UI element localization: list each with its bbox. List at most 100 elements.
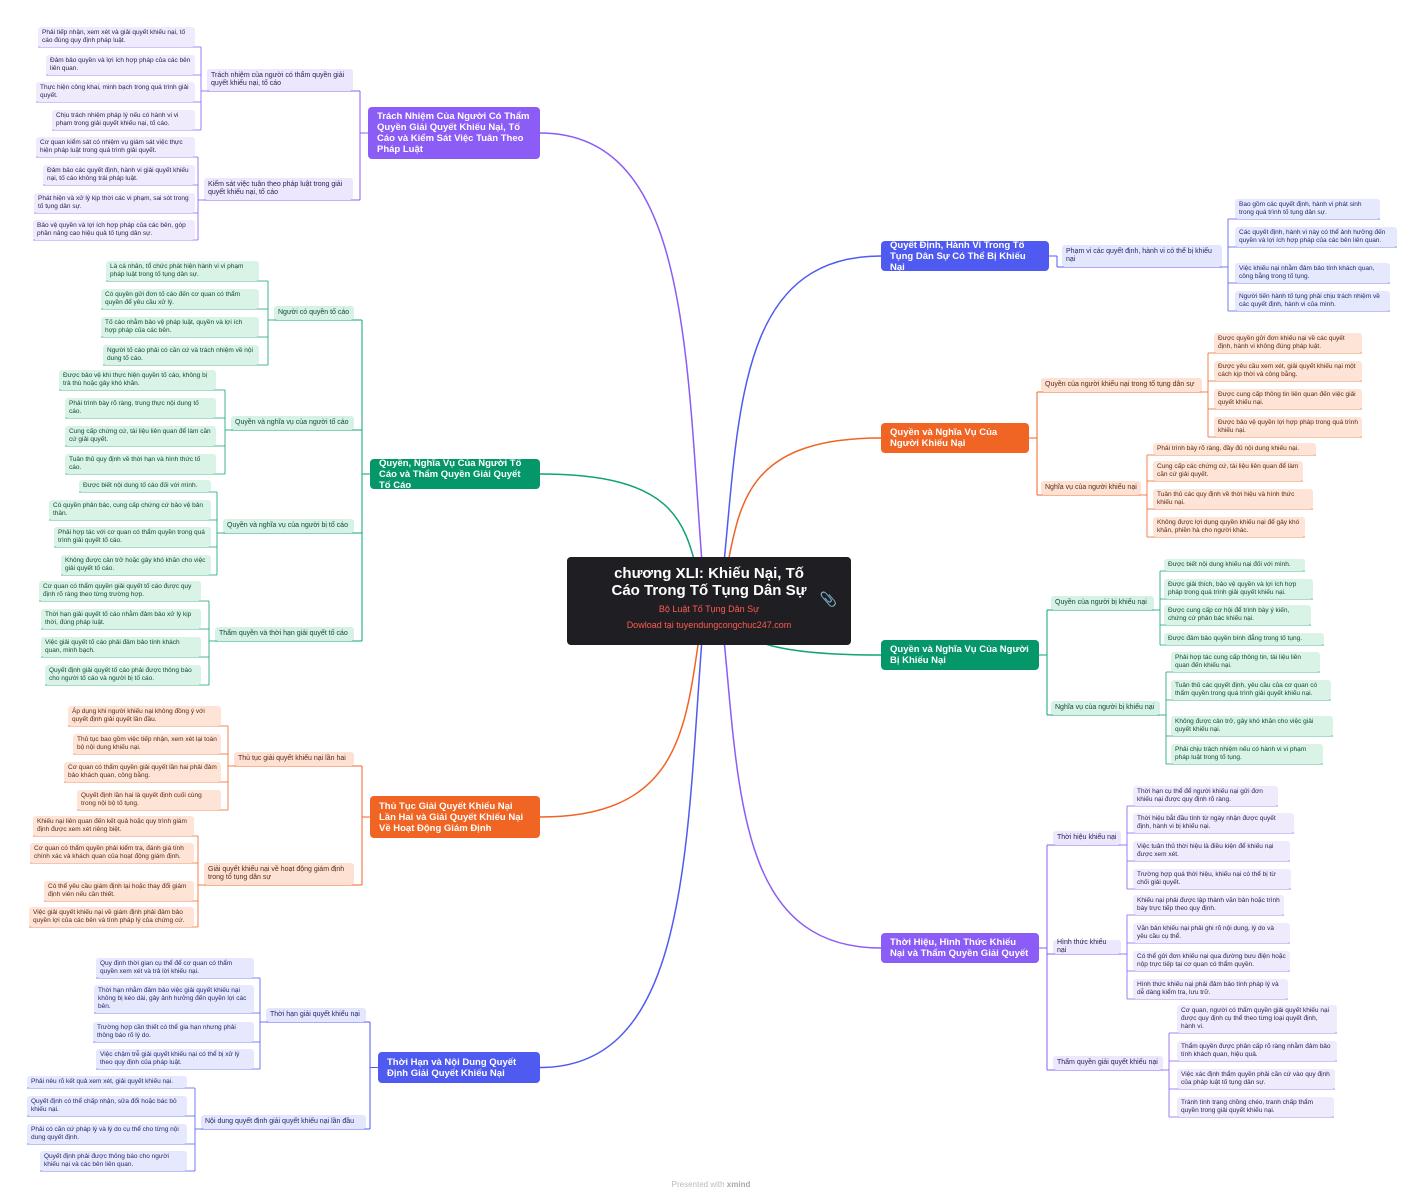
leaf-topic[interactable]: Việc chậm trễ giải quyết khiếu nại có th…	[96, 1049, 254, 1069]
leaf-topic[interactable]: Trường hợp quá thời hiệu, khiếu nại có t…	[1133, 869, 1291, 889]
sub-topic[interactable]: Hình thức khiếu nại	[1053, 939, 1121, 954]
leaf-topic[interactable]: Thời hạn nhằm đảm bảo việc giải quyết kh…	[94, 985, 254, 1013]
leaf-topic[interactable]: Không được cản trở, gây khó khăn cho việ…	[1171, 716, 1333, 736]
leaf-topic[interactable]: Quy định thời gian cụ thể để cơ quan có …	[96, 958, 254, 978]
leaf-topic[interactable]: Việc khiếu nại nhằm đảm bảo tính khách q…	[1235, 263, 1390, 283]
leaf-topic[interactable]: Phải trình bày rõ ràng, đầy đủ nội dung …	[1153, 443, 1316, 455]
leaf-topic[interactable]: Phải tiếp nhận, xem xét và giải quyết kh…	[38, 27, 195, 47]
sub-topic[interactable]: Nội dung quyết định giải quyết khiếu nại…	[201, 1115, 366, 1129]
leaf-topic[interactable]: Việc giải quyết khiếu nại về giám định p…	[29, 907, 194, 927]
leaf-topic[interactable]: Được bảo vệ khi thực hiện quyền tố cáo, …	[59, 370, 216, 390]
central-topic[interactable]: chương XLI: Khiếu Nại, Tố Cáo Trong Tố T…	[567, 557, 851, 645]
leaf-topic[interactable]: Thời hiệu bắt đầu tính từ ngày nhận được…	[1133, 813, 1294, 833]
main-topic-b3[interactable]: Thủ Tục Giải Quyết Khiếu Nại Lần Hai và …	[370, 796, 540, 838]
leaf-topic[interactable]: Cơ quan có thẩm quyền giải quyết tố cáo …	[39, 581, 201, 601]
leaf-topic[interactable]: Phải trình bày rõ ràng, trung thực nội d…	[65, 398, 216, 418]
leaf-topic[interactable]: Bảo vệ quyền và lợi ích hợp pháp của các…	[33, 220, 195, 240]
leaf-topic[interactable]: Phải có căn cứ pháp lý và lý do cụ thể c…	[27, 1124, 187, 1144]
leaf-topic[interactable]: Có thể gửi đơn khiếu nại qua đường bưu đ…	[1133, 951, 1290, 971]
leaf-topic[interactable]: Có thể yêu cầu giám định lại hoặc thay đ…	[44, 881, 194, 901]
leaf-topic[interactable]: Cung cấp các chứng cứ, tài liệu liên qua…	[1153, 461, 1303, 481]
sub-topic[interactable]: Trách nhiệm của người có thẩm quyền giải…	[207, 69, 353, 91]
leaf-topic[interactable]: Tránh tình trạng chồng chéo, tranh chấp …	[1177, 1097, 1334, 1117]
leaf-topic[interactable]: Cơ quan kiểm sát có nhiệm vụ giám sát vi…	[36, 137, 195, 157]
sub-topic[interactable]: Thẩm quyền và thời hạn giải quyết tố cáo	[215, 627, 354, 641]
leaf-topic[interactable]: Quyết định lần hai là quyết định cuối cù…	[77, 790, 221, 810]
leaf-topic[interactable]: Văn bản khiếu nại phải ghi rõ nội dung, …	[1133, 923, 1290, 943]
leaf-topic[interactable]: Quyết định có thể chấp nhận, sửa đổi hoặ…	[27, 1096, 187, 1116]
leaf-topic[interactable]: Được yêu cầu xem xét, giải quyết khiếu n…	[1214, 361, 1362, 381]
leaf-topic[interactable]: Được bảo vệ quyền lợi hợp pháp trong quá…	[1214, 417, 1362, 437]
main-topic-b4[interactable]: Thời Hạn và Nội Dung Quyết Định Giải Quy…	[378, 1052, 540, 1083]
leaf-topic[interactable]: Có quyền gửi đơn tố cáo đến cơ quan có t…	[101, 289, 259, 309]
leaf-topic[interactable]: Việc tuân thủ thời hiệu là điều kiện để …	[1133, 841, 1290, 861]
leaf-topic[interactable]: Không được lợi dụng quyền khiếu nại để g…	[1153, 517, 1305, 537]
sub-topic[interactable]: Người có quyền tố cáo	[274, 306, 354, 320]
main-topic-b5[interactable]: Quyết Định, Hành Vi Trong Tố Tụng Dân Sự…	[881, 240, 1049, 273]
leaf-topic[interactable]: Trường hợp cần thiết có thể gia hạn nhưn…	[93, 1022, 254, 1042]
sub-topic[interactable]: Quyền của người bị khiếu nại	[1051, 596, 1154, 610]
sub-topic[interactable]: Quyền và nghĩa vụ của người bị tố cáo	[223, 519, 354, 533]
sub-topic[interactable]: Nghĩa vụ của người bị khiếu nại	[1051, 701, 1160, 715]
sub-topic[interactable]: Thẩm quyền giải quyết khiếu nại	[1053, 1056, 1163, 1070]
leaf-topic[interactable]: Quyết định giải quyết tố cáo phải được t…	[45, 665, 201, 685]
leaf-topic[interactable]: Khiếu nại liên quan đến kết quả hoặc quy…	[33, 816, 194, 836]
leaf-topic[interactable]: Không được cản trở hoặc gây khó khăn cho…	[61, 555, 211, 575]
leaf-topic[interactable]: Đảm bảo các quyết định, hành vi giải quy…	[43, 165, 195, 185]
leaf-topic[interactable]: Thời hạn cụ thể để người khiếu nại gửi đ…	[1133, 786, 1278, 806]
leaf-topic[interactable]: Tuân thủ các quyết định, yêu cầu của cơ …	[1171, 680, 1331, 700]
leaf-topic[interactable]: Được biết nội dung khiếu nại đối với mìn…	[1164, 559, 1305, 571]
leaf-topic[interactable]: Là cá nhân, tổ chức phát hiện hành vi vi…	[106, 261, 259, 281]
sub-topic[interactable]: Giải quyết khiếu nại về hoạt động giám đ…	[204, 863, 354, 885]
leaf-topic[interactable]: Việc xác định thẩm quyền phải căn cứ vào…	[1177, 1069, 1335, 1089]
sub-topic[interactable]: Quyền của người khiếu nại trong tố tụng …	[1041, 378, 1202, 392]
main-topic-b2[interactable]: Quyền, Nghĩa Vụ Của Người Tố Cáo và Thẩm…	[370, 458, 540, 491]
leaf-topic[interactable]: Cung cấp chứng cứ, tài liệu liên quan để…	[65, 426, 216, 446]
leaf-topic[interactable]: Thủ tục bao gồm việc tiếp nhận, xem xét …	[73, 734, 221, 754]
leaf-topic[interactable]: Đảm bảo quyền và lợi ích hợp pháp của cá…	[46, 55, 195, 75]
sub-topic[interactable]: Nghĩa vụ của người khiếu nại	[1041, 481, 1141, 495]
leaf-topic[interactable]: Tuân thủ các quy định về thời hiệu và hì…	[1153, 489, 1313, 509]
leaf-topic[interactable]: Phải hợp tác với cơ quan có thẩm quyền t…	[54, 527, 211, 547]
main-topic-b1[interactable]: Trách Nhiệm Của Người Có Thẩm Quyền Giải…	[368, 107, 540, 159]
leaf-topic[interactable]: Chịu trách nhiệm pháp lý nếu có hành vi …	[52, 110, 195, 130]
leaf-topic[interactable]: Được cung cấp thông tin liên quan đến vi…	[1214, 389, 1362, 409]
leaf-topic[interactable]: Các quyết định, hành vi này có thể ảnh h…	[1235, 227, 1397, 247]
leaf-topic[interactable]: Phát hiện và xử lý kịp thời các vi phạm,…	[34, 193, 195, 213]
leaf-topic[interactable]: Có quyền phản bác, cung cấp chứng cứ bảo…	[49, 500, 211, 520]
leaf-topic[interactable]: Tuân thủ quy định về thời hạn và hình th…	[65, 454, 216, 474]
leaf-topic[interactable]: Được đảm bảo quyền bình đẳng trong tố tụ…	[1164, 633, 1324, 645]
leaf-topic[interactable]: Áp dụng khi người khiếu nại không đồng ý…	[68, 706, 221, 726]
leaf-topic[interactable]: Quyết định phải được thông báo cho người…	[40, 1151, 187, 1171]
leaf-topic[interactable]: Người tiến hành tố tụng phải chịu trách …	[1235, 291, 1390, 311]
sub-topic[interactable]: Quyền và nghĩa vụ của người tố cáo	[231, 416, 354, 430]
main-topic-b8[interactable]: Thời Hiệu, Hình Thức Khiếu Nại và Thẩm Q…	[881, 933, 1039, 963]
leaf-topic[interactable]: Thời hạn giải quyết tố cáo nhằm đảm bảo …	[41, 609, 201, 629]
paperclip-icon[interactable]: 📎	[819, 591, 837, 607]
leaf-topic[interactable]: Được biết nội dung tố cáo đối với mình.	[79, 480, 211, 492]
leaf-topic[interactable]: Được giải thích, bảo vệ quyền và lợi ích…	[1164, 579, 1313, 599]
leaf-topic[interactable]: Người tố cáo phải có căn cứ và trách nhi…	[103, 345, 259, 365]
sub-topic[interactable]: Thời hạn giải quyết khiếu nại	[266, 1008, 366, 1022]
leaf-topic[interactable]: Thẩm quyền được phân cấp rõ ràng nhằm đả…	[1177, 1041, 1337, 1061]
leaf-topic[interactable]: Tố cáo nhằm bảo vệ pháp luật, quyền và l…	[101, 317, 259, 337]
sub-topic[interactable]: Kiểm sát việc tuân theo pháp luật trong …	[204, 178, 353, 200]
main-topic-b7[interactable]: Quyền và Nghĩa Vụ Của Người Bị Khiếu Nại	[881, 640, 1039, 670]
leaf-topic[interactable]: Được quyền gửi đơn khiếu nại về các quyế…	[1214, 333, 1362, 353]
leaf-topic[interactable]: Việc giải quyết tố cáo phải đảm bảo tính…	[41, 637, 201, 657]
sub-topic[interactable]: Thủ tục giải quyết khiếu nại lần hai	[234, 752, 354, 766]
leaf-topic[interactable]: Cơ quan có thẩm quyền giải quyết lần hai…	[64, 762, 221, 782]
leaf-topic[interactable]: Cơ quan có thẩm quyền phải kiểm tra, đán…	[30, 843, 194, 863]
sub-topic[interactable]: Thời hiệu khiếu nại	[1053, 831, 1121, 845]
leaf-topic[interactable]: Hình thức khiếu nại phải đảm bảo tính ph…	[1133, 979, 1288, 999]
leaf-topic[interactable]: Bao gồm các quyết định, hành vi phát sin…	[1235, 199, 1380, 219]
leaf-topic[interactable]: Cơ quan, người có thẩm quyền giải quyết …	[1177, 1005, 1337, 1033]
leaf-topic[interactable]: Thực hiện công khai, minh bạch trong quá…	[36, 82, 195, 102]
leaf-topic[interactable]: Phải nêu rõ kết quả xem xét, giải quyết …	[27, 1076, 187, 1088]
leaf-topic[interactable]: Được cung cấp cơ hội để trình bày ý kiến…	[1164, 605, 1311, 625]
main-topic-b6[interactable]: Quyền và Nghĩa Vụ Của Người Khiếu Nại	[881, 423, 1029, 453]
leaf-topic[interactable]: Phải hợp tác cung cấp thông tin, tài liệ…	[1171, 652, 1320, 672]
sub-topic[interactable]: Phạm vi các quyết định, hành vi có thể b…	[1062, 245, 1222, 267]
leaf-topic[interactable]: Khiếu nại phải được lập thành văn bản ho…	[1133, 895, 1284, 915]
leaf-topic[interactable]: Phải chịu trách nhiệm nếu có hành vi vi …	[1171, 744, 1323, 764]
